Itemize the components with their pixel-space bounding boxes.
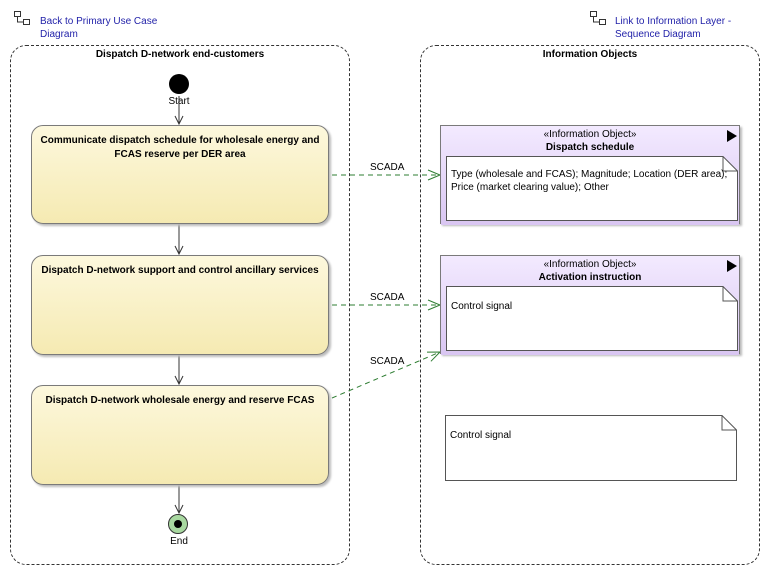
info-object-stereotype: «Information Object» xyxy=(543,129,637,140)
info-object-name: Activation instruction xyxy=(538,272,642,283)
connector-label-2: SCADA xyxy=(370,292,405,303)
end-label: End xyxy=(170,536,188,547)
lane-information-objects[interactable]: Information Objects xyxy=(420,45,760,565)
connector-label-3: SCADA xyxy=(370,356,405,367)
start-node[interactable] xyxy=(169,74,189,94)
back-to-primary-use-case-link[interactable]: Back to Primary Use Case Diagram xyxy=(14,11,174,41)
diagram-link-icon xyxy=(590,11,606,25)
lane-dispatch-end-customers[interactable]: Dispatch D-network end-customers xyxy=(10,45,350,565)
note-shape xyxy=(446,286,738,351)
info-object-name: Dispatch schedule xyxy=(545,142,635,153)
action-communicate-dispatch-schedule[interactable]: Communicate dispatch schedule for wholes… xyxy=(31,125,329,224)
action-dispatch-wholesale-reserve[interactable]: Dispatch D-network wholesale energy and … xyxy=(31,385,329,485)
info-link-line2: Sequence Diagram xyxy=(615,29,701,40)
action2-label-line1: Dispatch D-network support and control a… xyxy=(41,265,319,276)
note-shape xyxy=(446,156,738,221)
note-shape xyxy=(445,415,737,481)
action3-label-line1: Dispatch D-network wholesale energy and … xyxy=(45,395,315,406)
action-dispatch-support-ancillary[interactable]: Dispatch D-network support and control a… xyxy=(31,255,329,355)
back-link-line1: Back to Primary Use Case xyxy=(40,16,158,27)
action1-label-line1: Communicate dispatch schedule for wholes… xyxy=(40,135,320,146)
expand-triangle-icon[interactable] xyxy=(726,260,738,272)
link-to-information-layer[interactable]: Link to Information Layer - Sequence Dia… xyxy=(590,11,760,41)
info-link-line1: Link to Information Layer - xyxy=(615,16,732,27)
standalone-note-text: Control signal xyxy=(450,430,512,441)
info-object-dispatch-schedule[interactable]: «Information Object» Dispatch schedule T… xyxy=(440,125,740,225)
info-flow-3 xyxy=(331,352,440,399)
end-node-core xyxy=(174,520,182,528)
info-object-activation-instruction[interactable]: «Information Object» Activation instruct… xyxy=(440,255,740,355)
connector-label-1: SCADA xyxy=(370,162,405,173)
diagram-link-icon xyxy=(14,11,30,25)
lane-title-left: Dispatch D-network end-customers xyxy=(95,49,265,60)
info-object-stereotype: «Information Object» xyxy=(543,259,637,270)
end-node[interactable] xyxy=(168,514,188,534)
note-text-line1: Control signal xyxy=(451,301,513,312)
standalone-note[interactable]: Control signal xyxy=(445,415,737,481)
lane-title-right: Information Objects xyxy=(542,49,638,60)
expand-triangle-icon[interactable] xyxy=(726,130,738,142)
action1-label-line2: FCAS reserve per DER area xyxy=(114,149,246,160)
note-text-line1: Type (wholesale and FCAS); Magnitude; Lo… xyxy=(451,169,728,180)
note-text-line2: Price (market clearing value); Other xyxy=(451,182,609,193)
back-link-line2: Diagram xyxy=(40,29,78,40)
start-label: Start xyxy=(168,96,190,107)
